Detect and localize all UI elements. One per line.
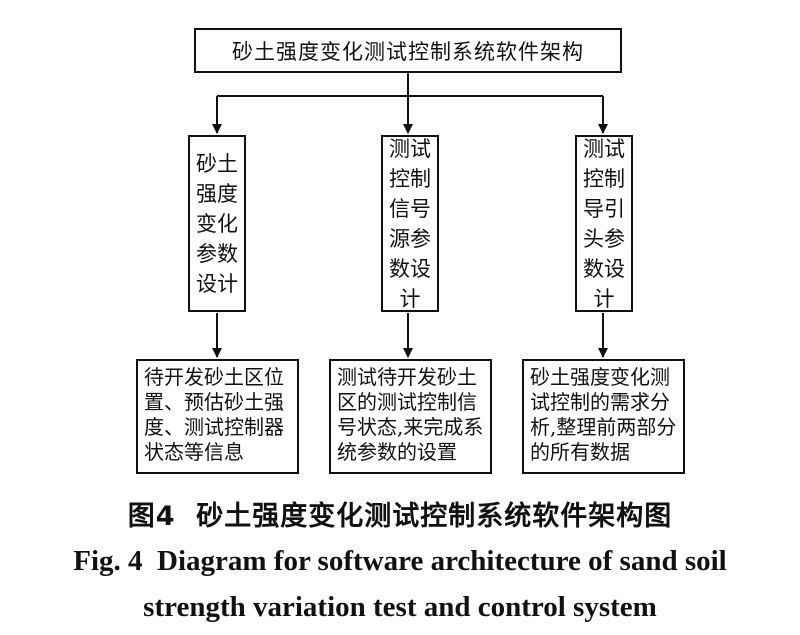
connector-lines: [212, 65, 608, 358]
detail-box-3: 砂土强度变化测试控制的需求分析,整理前两部分的所有数据: [522, 359, 685, 474]
detail-text-3: 砂土强度变化测试控制的需求分析,整理前两部分的所有数据: [530, 365, 677, 464]
figure-caption-english-line-1: Fig. 4 Diagram for software architecture…: [73, 545, 727, 577]
module-box-2: 测试控制信号源参数设计: [381, 135, 439, 312]
figure-caption-english-line-2: strength variation test and control syst…: [143, 591, 657, 623]
figure-caption-chinese: 图4 砂土强度变化测试控制系统软件架构图: [127, 501, 673, 532]
detail-box-1: 待开发砂土区位置、预估砂土强度、测试控制器状态等信息: [136, 359, 299, 474]
detail-text-2: 测试待开发砂土区的测试控制信号状态,来完成系统参数的设置: [337, 365, 484, 464]
module-box-3: 测试控制导引头参数设计: [575, 135, 633, 312]
architecture-diagram: 砂土强度变化测试控制系统软件架构 砂土强度变化参数设计 测试控制信号源参数设计 …: [136, 28, 685, 474]
detail-box-2: 测试待开发砂土区的测试控制信号状态,来完成系统参数的设置: [329, 359, 492, 474]
system-architecture-box: 砂土强度变化测试控制系统软件架构: [194, 28, 622, 73]
module-title-2: 测试控制信号源参数设计: [389, 136, 431, 311]
module-title-1: 砂土强度变化参数设计: [196, 151, 238, 296]
detail-text-1: 待开发砂土区位置、预估砂土强度、测试控制器状态等信息: [144, 365, 284, 464]
module-box-1: 砂土强度变化参数设计: [188, 135, 246, 312]
system-architecture-label: 砂土强度变化测试控制系统软件架构: [232, 39, 584, 64]
module-title-3: 测试控制导引头参数设计: [583, 136, 625, 311]
